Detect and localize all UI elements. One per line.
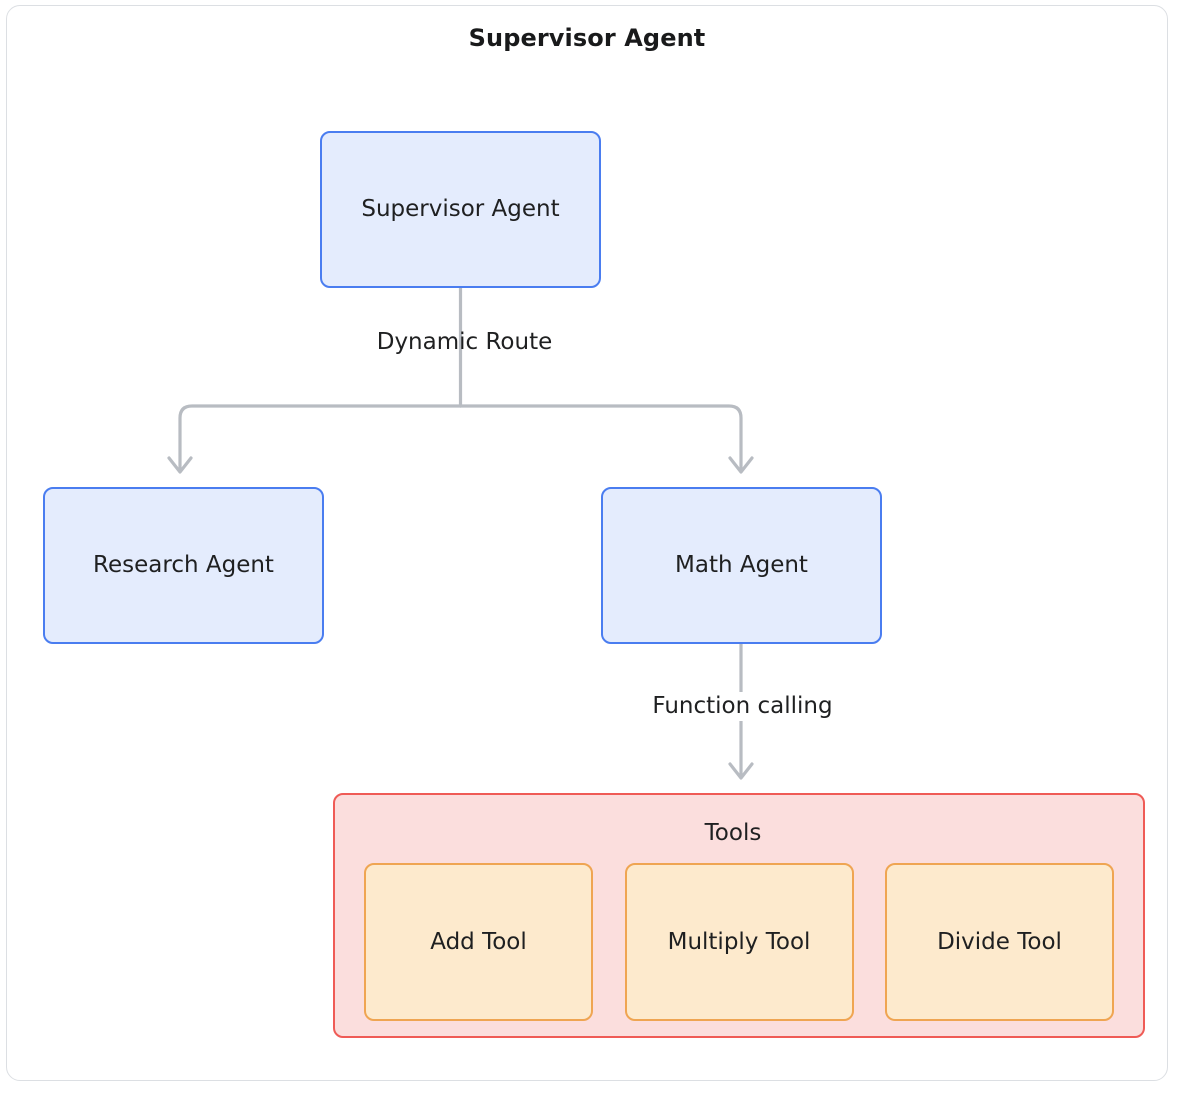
node-math-agent[interactable]: Math Agent [601,487,882,644]
node-multiply-tool[interactable]: Multiply Tool [624,863,854,1021]
node-research-agent-label: Research Agent [93,551,274,578]
node-add-tool-label: Add Tool [430,929,527,955]
arrowhead-research [167,456,193,474]
arrowhead-math [728,456,754,474]
diagram-frame: Supervisor Agent Dynamic Route Function … [6,5,1168,1081]
arrowhead-tools [728,762,754,780]
node-divide-tool-label: Divide Tool [937,929,1062,955]
cluster-tools: Tools Add Tool Multiply Tool Divide Tool [333,793,1145,1038]
edge-supervisor-to-research [178,404,463,470]
edge-label-dynamic-route: Dynamic Route [376,329,553,355]
edge-label-function-calling: Function calling [635,692,850,721]
node-divide-tool[interactable]: Divide Tool [885,863,1114,1021]
cluster-tools-label: Tools [704,820,762,846]
edge-supervisor-to-math [458,404,743,470]
node-math-agent-label: Math Agent [675,551,808,578]
page-title: Supervisor Agent [468,24,706,52]
node-research-agent[interactable]: Research Agent [43,487,324,644]
node-add-tool[interactable]: Add Tool [364,863,593,1021]
node-supervisor-agent[interactable]: Supervisor Agent [320,131,601,288]
tools-row: Add Tool Multiply Tool Divide Tool [335,863,1143,1021]
node-supervisor-agent-label: Supervisor Agent [361,195,560,222]
node-multiply-tool-label: Multiply Tool [667,929,811,955]
